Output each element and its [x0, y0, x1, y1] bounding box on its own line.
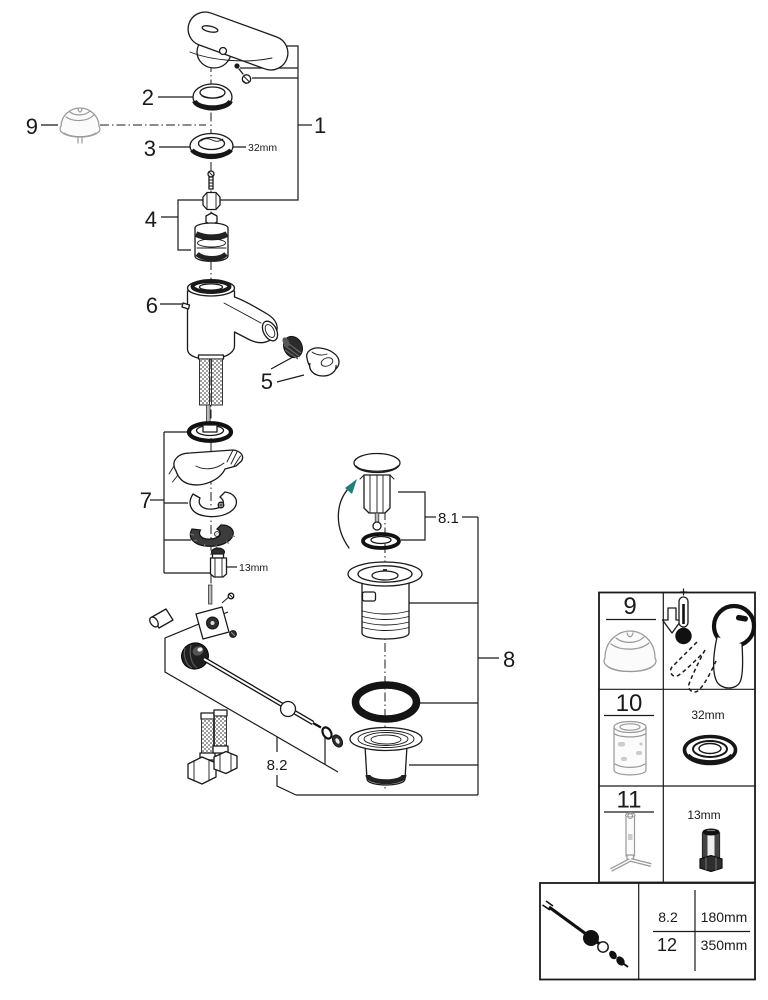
legend-row11-number: 11 — [617, 787, 642, 814]
part-aerator — [282, 335, 340, 377]
callout-8-2-label: 8.2 — [267, 757, 288, 774]
part-faucet-body — [181, 279, 279, 434]
waste-o-ring-icon — [351, 681, 421, 723]
legend-table: 9 10 — [598, 588, 757, 884]
size-row-12-length: 350mm — [701, 937, 748, 953]
callout-2-label: 2 — [142, 85, 154, 110]
socket-adapter-icon — [699, 828, 723, 873]
part-cap-ring — [192, 83, 233, 111]
mousseur-icon — [282, 335, 303, 360]
dim-13mm-label: 13mm — [239, 562, 268, 574]
callout-8-label: 8 — [503, 647, 515, 672]
callout-3-label: 3 — [144, 136, 156, 161]
aerator-housing-icon — [306, 347, 340, 377]
size-row-12-id: 12 — [657, 935, 677, 955]
lift-rod-12-icon — [542, 900, 629, 968]
handle-screw-icon — [241, 74, 252, 84]
mounting-tool-icon — [610, 812, 652, 872]
temperature-limiter-cap-icon — [603, 630, 657, 673]
seal-ring-icon — [682, 734, 738, 766]
dim-32mm-label: 32mm — [248, 142, 277, 154]
part-temp-limiter-cap — [59, 107, 101, 144]
callout-1-label: 1 — [314, 113, 326, 138]
legend-row10-number: 10 — [616, 690, 643, 717]
callout-6-label: 6 — [146, 293, 158, 318]
size-table-box: 8.2 180mm 12 350mm — [539, 882, 756, 981]
callout-8-1-label: 8.1 — [438, 510, 459, 527]
lift-rod-icon — [202, 657, 322, 729]
callout-5-label: 5 — [261, 369, 273, 394]
part-connection-hoses — [187, 709, 238, 785]
teal-rotate-arrow-icon — [345, 479, 357, 494]
thermometer-handle-icon — [661, 588, 757, 693]
callout-leader-lines — [41, 45, 499, 796]
cartridge-sleeve-icon — [613, 720, 647, 776]
legend-13mm-label: 13mm — [687, 808, 720, 822]
size-row-8-2-id: 8.2 — [658, 909, 678, 925]
callout-7-label: 7 — [140, 488, 152, 513]
part-seal-ring — [189, 132, 234, 160]
part-cartridge-assembly — [194, 170, 229, 262]
callout-labels: 1 2 9 3 4 6 5 7 8 8.1 8.2 32mm 13mm — [26, 85, 516, 774]
size-row-8-2-length: 180mm — [701, 909, 748, 925]
part-mounting-set — [168, 421, 244, 578]
legend-row9-number: 9 — [623, 593, 636, 620]
part-popup-rod — [337, 452, 401, 550]
part-fixing-assembly — [149, 584, 344, 748]
part-waste-set — [347, 561, 423, 786]
callout-9-label: 9 — [26, 114, 38, 139]
callout-4-label: 4 — [145, 207, 157, 232]
nut-13mm-icon — [209, 547, 228, 578]
part-handle — [187, 11, 289, 84]
legend-32mm-label: 32mm — [691, 708, 724, 722]
